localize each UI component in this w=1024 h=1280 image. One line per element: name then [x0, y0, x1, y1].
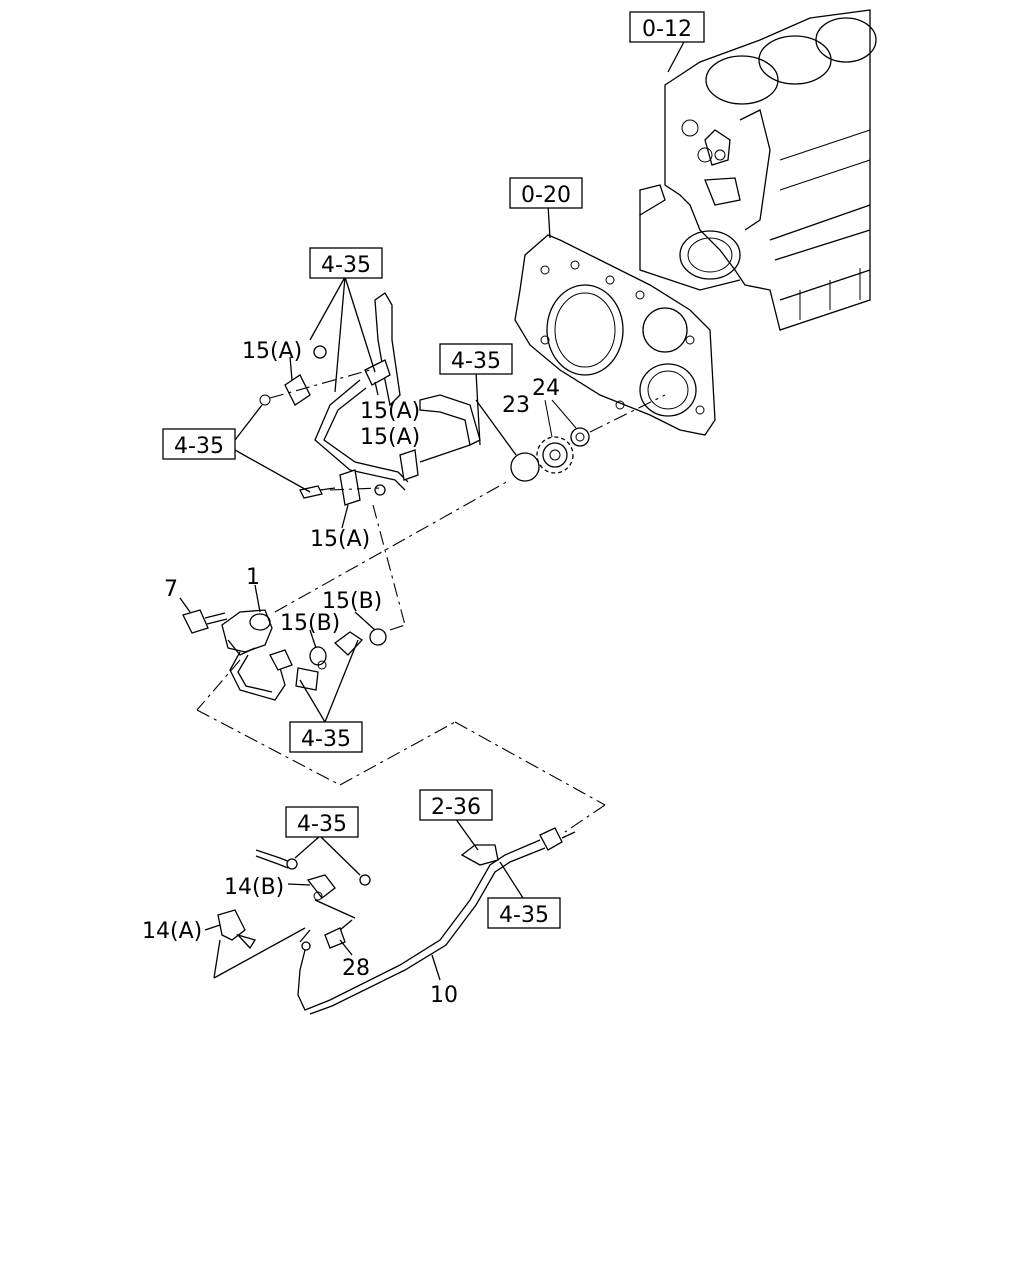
svg-text:4-35: 4-35 [451, 349, 501, 374]
svg-text:0-12: 0-12 [642, 17, 692, 42]
pump-assembly [221, 609, 293, 701]
callout-15a-2: 15(A) [360, 399, 420, 424]
nut-24 [570, 427, 590, 447]
ref-4-35-midright: 4-35 [439, 343, 513, 375]
callout-1: 1 [246, 565, 260, 590]
ref-0-20: 0-20 [509, 177, 583, 209]
sensor-14b [306, 874, 336, 901]
rear-plate [514, 204, 716, 436]
callout-10: 10 [430, 983, 458, 1008]
bolt-lower [299, 485, 336, 499]
ref-2-36: 2-36 [419, 789, 493, 821]
harness-10 [297, 827, 576, 1015]
callout-28: 28 [342, 956, 370, 981]
callout-15a-1: 15(A) [242, 339, 302, 364]
clamp-15b-b [369, 628, 387, 646]
sensor-14a [217, 909, 257, 950]
ref-4-35-top: 4-35 [309, 247, 383, 279]
clip-15a-upper [259, 374, 311, 406]
callout-15a-3: 15(A) [360, 425, 420, 450]
clip-15a-lower [339, 449, 419, 506]
ref-4-35-sensor: 4-35 [285, 806, 359, 838]
svg-text:2-36: 2-36 [431, 795, 481, 820]
svg-text:4-35: 4-35 [174, 434, 224, 459]
callout-15b-1: 15(B) [322, 589, 382, 614]
callout-15b-2: 15(B) [280, 611, 340, 636]
o-ring [510, 452, 540, 482]
ref-4-35-pump: 4-35 [289, 721, 363, 753]
callout-24: 24 [532, 376, 560, 401]
oil-pipe [314, 379, 409, 491]
callout-23: 23 [502, 393, 530, 418]
bolt-pump [295, 660, 327, 691]
ref-4-35-pipe: 4-35 [487, 897, 561, 929]
callout-14b: 14(B) [224, 875, 284, 900]
bracket-2-36 [460, 844, 499, 866]
svg-text:4-35: 4-35 [301, 727, 351, 752]
bolt-28 [324, 919, 353, 949]
bracket-mid [419, 394, 481, 446]
hose [333, 631, 363, 656]
svg-text:0-20: 0-20 [521, 183, 571, 208]
connector-upper [255, 849, 371, 951]
bracket-upper [364, 292, 401, 407]
callout-15a-4: 15(A) [310, 527, 370, 552]
svg-text:4-35: 4-35 [499, 903, 549, 928]
svg-text:4-35: 4-35 [321, 253, 371, 278]
bolt-upper [313, 345, 386, 496]
bolt-7 [182, 609, 228, 634]
engine-block [639, 9, 877, 331]
callout-14a: 14(A) [142, 919, 202, 944]
ref-0-12: 0-12 [629, 11, 705, 43]
clamp-15b-a [309, 646, 327, 666]
ref-4-35-left: 4-35 [162, 428, 236, 460]
gear-23 [536, 436, 574, 474]
svg-text:4-35: 4-35 [297, 812, 347, 837]
callout-7: 7 [164, 577, 178, 602]
